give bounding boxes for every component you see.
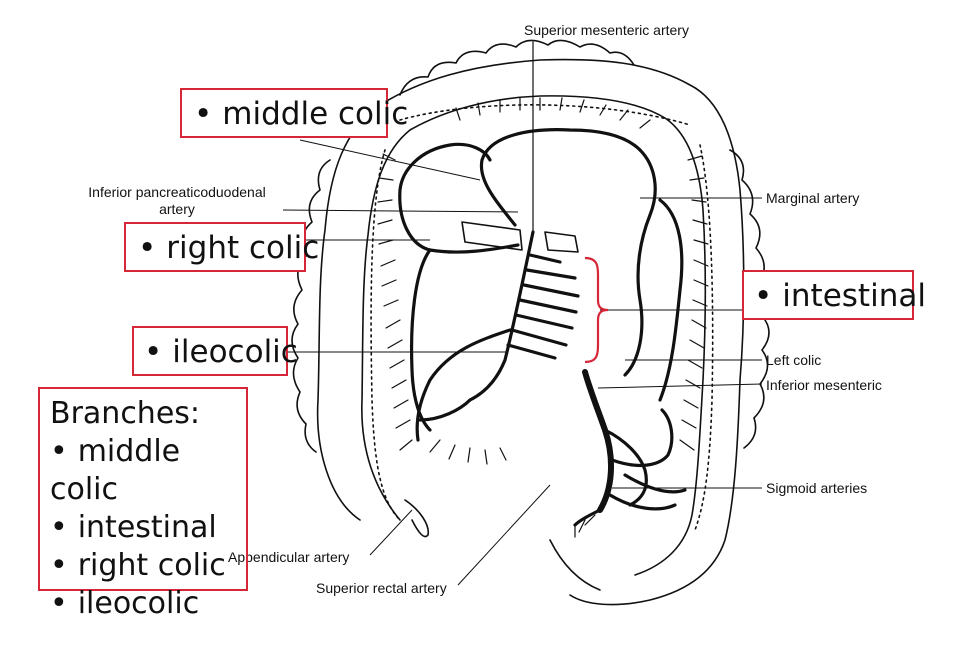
- callout-intestinal: •intestinal: [742, 270, 926, 320]
- bullet-icon: •: [50, 434, 68, 469]
- bullet-icon: •: [144, 334, 163, 370]
- label-inferior-mesenteric: Inferior mesenteric: [766, 377, 882, 393]
- label-inferior-pancreaticoduodenal-line1: Inferior pancreaticoduodenal: [88, 184, 266, 200]
- callout-right-colic: •right colic: [124, 222, 319, 272]
- summary-item-text: right colic: [77, 548, 226, 583]
- summary-item: •middle colic: [50, 433, 246, 509]
- bullet-icon: •: [754, 278, 773, 314]
- label-sigmoid-arteries: Sigmoid arteries: [766, 480, 868, 496]
- summary-title: Branches:: [50, 396, 201, 431]
- summary-item: • ileocolic: [50, 585, 246, 623]
- callout-middle-colic: •middle colic: [180, 88, 408, 138]
- summary-item-text: ileocolic: [77, 586, 200, 621]
- summary-item-text: intestinal: [77, 510, 217, 545]
- leader-lines: [282, 139, 763, 586]
- label-appendicular-artery: Appendicular artery: [228, 549, 350, 565]
- label-superior-mesenteric-artery: Superior mesenteric artery: [524, 22, 689, 38]
- callout-ileocolic-text: ileocolic: [172, 334, 298, 370]
- label-superior-rectal-artery: Superior rectal artery: [316, 580, 447, 596]
- branches-summary: Branches: •middle colic •intestinal •rig…: [38, 387, 248, 621]
- callout-ileocolic: •ileocolic: [132, 326, 298, 376]
- vasa-recta: [377, 97, 709, 538]
- bullet-icon: •: [50, 586, 68, 621]
- bullet-icon: •: [50, 548, 68, 583]
- bullet-icon: •: [138, 230, 157, 266]
- label-marginal-artery: Marginal artery: [766, 190, 860, 206]
- callout-middle-colic-text: middle colic: [222, 96, 409, 132]
- summary-item-text: middle colic: [50, 434, 181, 507]
- label-inferior-pancreaticoduodenal-line2: artery: [159, 201, 195, 217]
- summary-item: • intestinal: [50, 509, 246, 547]
- callout-intestinal-text: intestinal: [782, 278, 926, 314]
- label-left-colic: Left colic: [766, 352, 822, 368]
- callout-right-colic-text: right colic: [166, 230, 320, 266]
- bullet-icon: •: [50, 510, 68, 545]
- duodenum-segment: [461, 221, 579, 253]
- intestinal-brace-icon: [584, 256, 609, 364]
- summary-item: • right colic: [50, 547, 246, 585]
- arterial-tree: [398, 128, 687, 527]
- bullet-icon: •: [194, 96, 213, 132]
